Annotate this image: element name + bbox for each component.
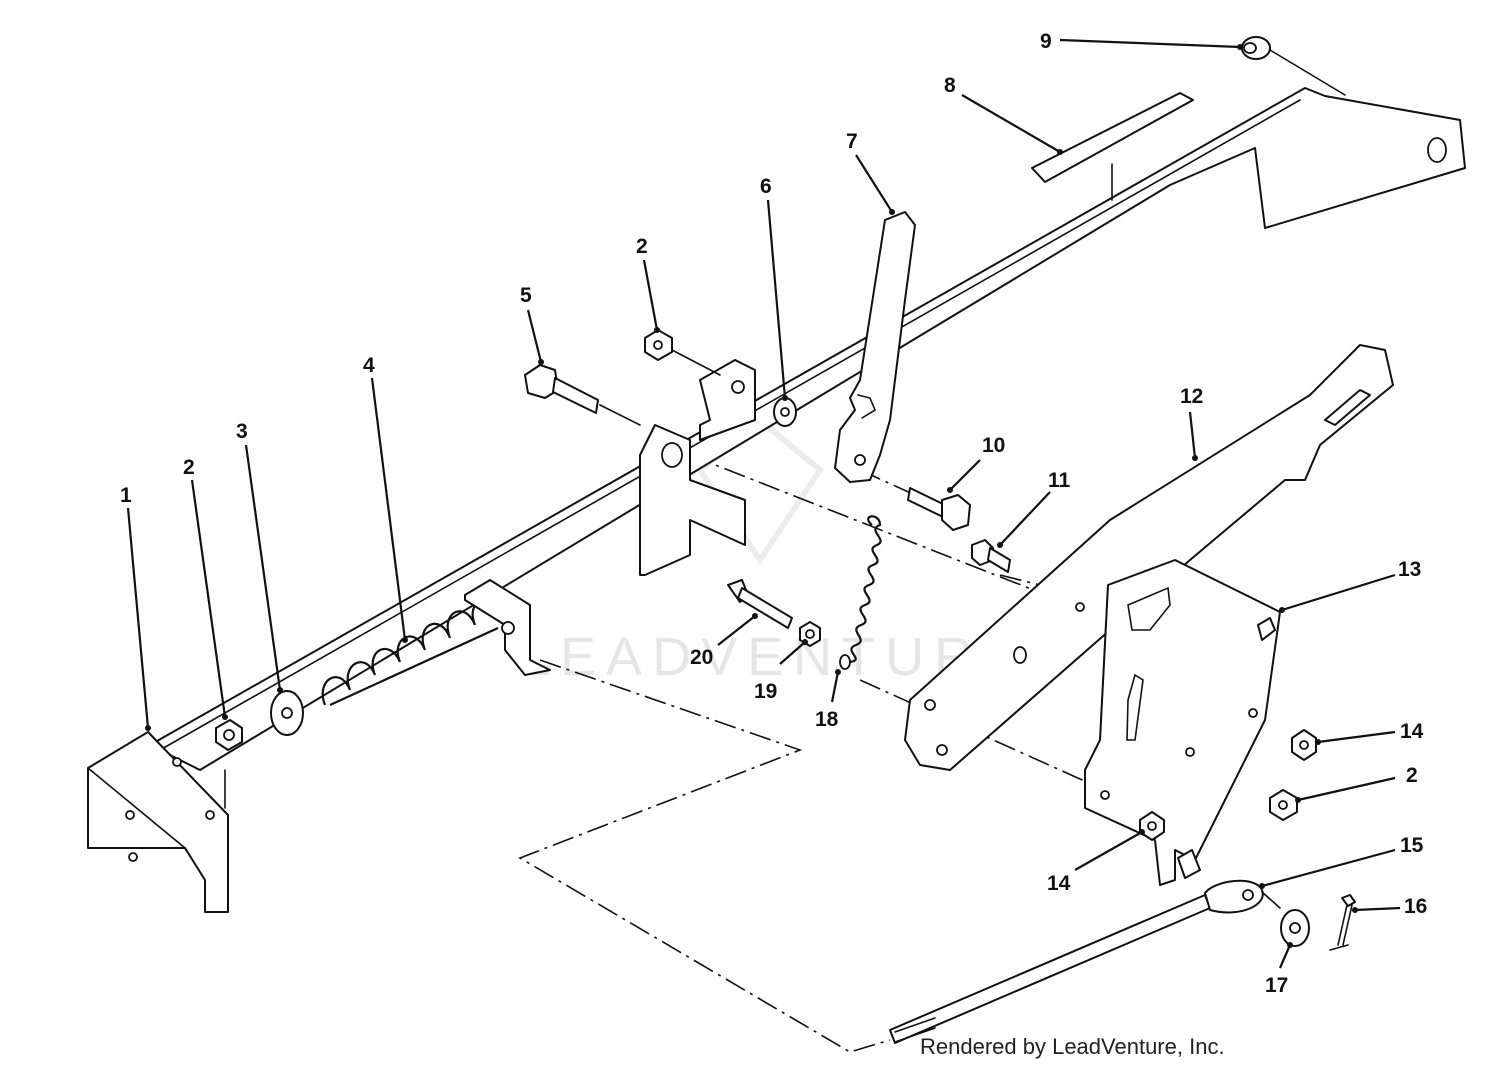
callout-10: 10 (982, 434, 1005, 457)
lift-lever (834, 211, 916, 483)
callout-13: 13 (1398, 558, 1421, 581)
decal-strip (1031, 92, 1194, 183)
callout-14-right: 14 (1400, 720, 1424, 743)
front-bracket (87, 731, 229, 913)
callout-5: 5 (520, 284, 532, 307)
shoulder-screw (971, 539, 1011, 573)
render-credit: Rendered by LeadVenture, Inc. (920, 1034, 1225, 1059)
flat-washer (773, 397, 797, 427)
mounting-plate (1075, 559, 1281, 886)
callout-18: 18 (815, 708, 839, 731)
plate-nut-right (1269, 789, 1298, 821)
shoulder-bolt (524, 364, 641, 426)
link-washer (1280, 909, 1310, 947)
callout-6: 6 (760, 175, 772, 198)
callout-15: 15 (1400, 834, 1424, 857)
callout-labels: 1 2 3 4 5 2 6 7 8 9 10 11 12 13 14 2 14 … (120, 30, 1427, 997)
extension-spring (839, 515, 882, 670)
callout-2-right: 2 (1406, 764, 1418, 787)
leader-lines (126, 38, 1401, 969)
callout-2-upper: 2 (636, 235, 648, 258)
lift-link (889, 879, 1281, 1044)
callout-14-lower: 14 (1047, 872, 1071, 895)
callout-17: 17 (1265, 974, 1288, 997)
pivot-bracket (639, 359, 756, 576)
callout-7: 7 (846, 130, 858, 153)
spring-bracket-hole (501, 621, 515, 635)
watermark: LEADVENTURE (520, 416, 1019, 687)
callout-8: 8 (944, 74, 956, 97)
callout-16: 16 (1404, 895, 1427, 918)
front-washer (270, 690, 304, 736)
cotter-pin (1329, 894, 1356, 951)
callout-3: 3 (236, 420, 248, 443)
upper-nut (644, 329, 721, 376)
callout-9: 9 (1040, 30, 1052, 53)
callout-19: 19 (754, 680, 777, 703)
bushing (1241, 36, 1346, 96)
front-nut (215, 719, 243, 751)
hex-bolt (907, 487, 971, 531)
callout-2-front: 2 (183, 456, 195, 479)
plate-nut-upper (1291, 729, 1317, 761)
lift-arm (904, 344, 1394, 771)
callout-1: 1 (120, 484, 132, 507)
callout-11: 11 (1048, 469, 1071, 492)
callout-20: 20 (690, 646, 713, 669)
carriage-bolt (727, 579, 793, 629)
callout-12: 12 (1180, 385, 1203, 408)
callout-4: 4 (363, 354, 375, 377)
